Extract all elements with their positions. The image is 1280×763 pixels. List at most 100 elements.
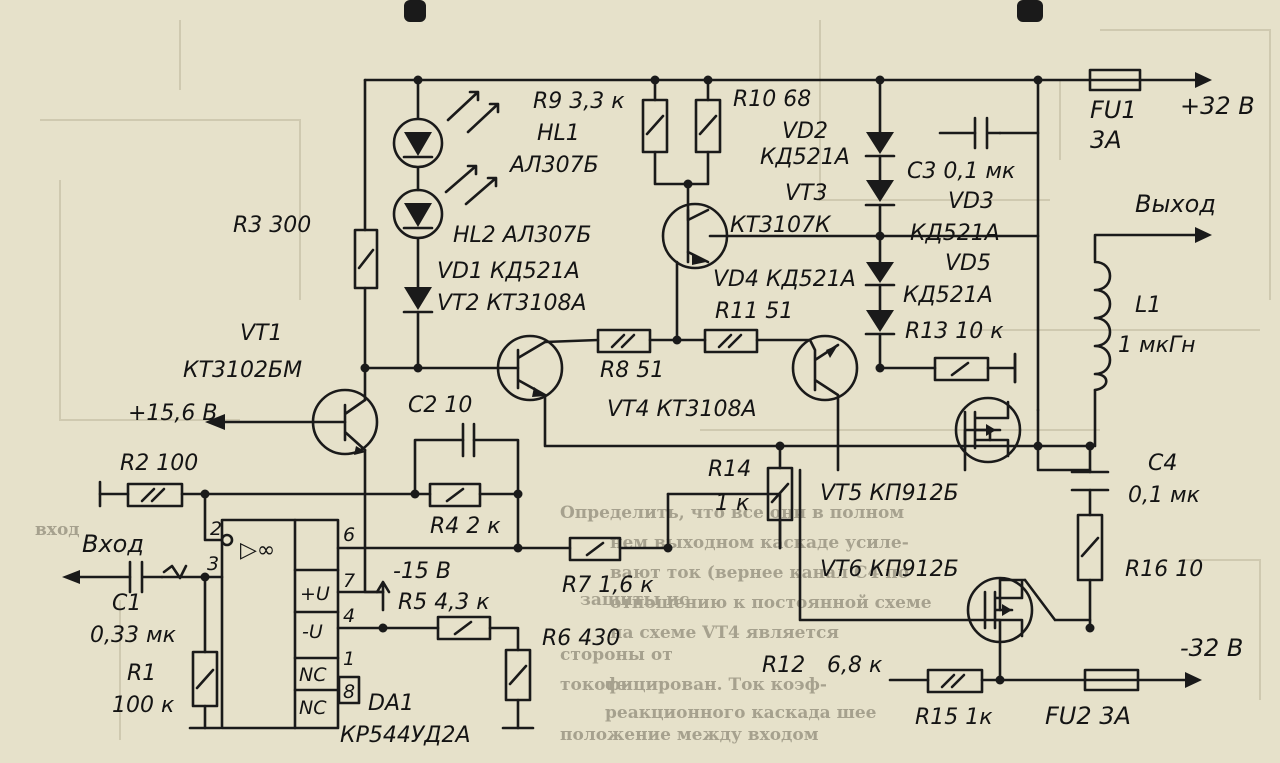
- label-r5: R5 4,3 к: [398, 590, 490, 615]
- label-vt4: VT4 КТ3108А: [607, 397, 757, 422]
- label-r14-value: 1 к: [715, 491, 750, 516]
- transistor-vt2: [496, 334, 564, 402]
- label-r3: R3 300: [233, 213, 311, 238]
- inductor-l1: [1093, 260, 1112, 392]
- label-vt2: VT2 КТ3108А: [437, 291, 587, 316]
- pin-6: 6: [343, 524, 355, 546]
- svg-text:отношению к постоянной схеме: отношению к постоянной схеме: [610, 593, 932, 613]
- resistor-r9: [641, 98, 669, 154]
- resistor-r6: [504, 648, 532, 702]
- diode-vd1: [402, 287, 434, 314]
- label-da1-type: КР544УД2А: [340, 723, 471, 748]
- label-c1-ref: C1: [112, 591, 141, 616]
- label-fu2: FU2 3А: [1045, 702, 1131, 730]
- svg-text:Определить, что все они в полн: Определить, что все они в полном: [560, 503, 904, 523]
- label-c1-value: 0,33 мк: [90, 623, 177, 648]
- top-mark-right: [1017, 0, 1043, 22]
- label-r12-value: 6,8 к: [827, 653, 883, 678]
- svg-text:защиты ис: защиты ис: [580, 590, 689, 610]
- transistor-vt1: [311, 388, 379, 456]
- label-vyhod: Выход: [1135, 190, 1216, 218]
- label-fu1-ref: FU1: [1090, 96, 1137, 124]
- transistors: [311, 202, 1034, 644]
- label-c4-ref: C4: [1148, 451, 1177, 476]
- label-r1-value: 100 к: [112, 693, 175, 718]
- label-minus15v: -15 В: [393, 559, 451, 584]
- resistor-r13: [933, 356, 990, 382]
- label-vt1-ref: VT1: [240, 321, 283, 346]
- resistor-r15: [926, 668, 984, 694]
- capacitors: [128, 116, 1110, 594]
- resistor-r14: [766, 466, 794, 522]
- label-r16: R16 10: [1125, 557, 1203, 582]
- label-vd3-type: КД521А: [910, 221, 1000, 246]
- label-r4: R4 2 к: [430, 514, 501, 539]
- arrows: [62, 72, 1212, 688]
- transistor-vt6: [966, 576, 1034, 644]
- label-c3: C3 0,1 мк: [907, 159, 1016, 184]
- capacitor-c4: [1070, 470, 1110, 492]
- label-r10: R10 68: [733, 87, 811, 112]
- resistor-r4: [428, 482, 482, 508]
- resistor-r2: [126, 482, 184, 508]
- capacitor-c2: [461, 422, 476, 458]
- resistor-r11: [703, 328, 759, 354]
- label-vd5-type: КД521А: [903, 283, 993, 308]
- label-r14-ref: R14: [708, 457, 751, 482]
- label-vt1-type: КТ3102БМ: [183, 358, 302, 383]
- svg-text:вают ток (вернее канал C4 по: вают ток (вернее канал C4 по: [610, 563, 909, 583]
- label-l1-value: 1 мкГн: [1118, 333, 1196, 358]
- pin-4: 4: [343, 605, 355, 627]
- capacitor-c3: [973, 116, 1002, 150]
- label-r13: R13 10 к: [905, 319, 1004, 344]
- diode-vd4: [864, 262, 896, 287]
- transistor-vt5: [954, 396, 1022, 464]
- resistor-r8: [596, 328, 652, 354]
- label-c4-value: 0,1 мк: [1128, 483, 1201, 508]
- resistors: [126, 98, 1104, 708]
- transistor-vt4: [791, 334, 859, 402]
- label-r2: R2 100: [120, 451, 198, 476]
- opamp-minus-u: -U: [302, 621, 323, 643]
- wires: [78, 78, 1197, 730]
- label-minus32v: -32 В: [1180, 634, 1243, 662]
- fuse-fu1: [1088, 68, 1142, 92]
- svg-text:вход: вход: [35, 520, 80, 540]
- label-vd5-ref: VD5: [945, 251, 991, 276]
- label-r1-ref: R1: [127, 661, 156, 686]
- opamp-da1: ▷∞ +U -U NC NC 2 3 6 7 4 1 8: [207, 518, 361, 730]
- diode-vd5: [864, 310, 896, 336]
- svg-text:стороны от: стороны от: [560, 645, 673, 665]
- label-r9: R9 3,3 к: [533, 89, 625, 114]
- resistor-r5: [436, 615, 492, 641]
- label-r7: R7 1,6 к: [562, 573, 654, 598]
- label-r8: R8 51: [600, 358, 664, 383]
- pin-1: 1: [343, 648, 355, 670]
- svg-text:положение между входом: положение между входом: [560, 725, 819, 745]
- pin-7: 7: [343, 570, 355, 592]
- opamp-nc-1: NC: [299, 664, 327, 686]
- label-plus15v6: +15,6 В: [128, 401, 218, 426]
- resistor-r1: [191, 650, 219, 708]
- top-mark-left: [404, 0, 426, 22]
- opamp-nc-2: NC: [299, 697, 327, 719]
- label-hl2: HL2 АЛ307Б: [453, 223, 591, 248]
- svg-text:на схеме VT4 является: на схеме VT4 является: [610, 623, 839, 643]
- component-labels: R9 3,3 к R10 68 VD2 КД521А HL1 АЛ307Б VT…: [82, 87, 1255, 748]
- opamp-plus-u: +U: [300, 583, 330, 605]
- diode-vd3: [864, 180, 896, 207]
- label-fu1-rating: 3А: [1090, 126, 1122, 154]
- label-vt5: VT5 КП912Б: [820, 481, 959, 506]
- label-r15: R15 1к: [915, 705, 993, 730]
- label-vd2-type: КД521А: [760, 145, 850, 170]
- label-vd3-ref: VD3: [948, 189, 994, 214]
- label-plus32v: +32 В: [1180, 92, 1255, 120]
- pin-3: 3: [207, 553, 219, 575]
- label-r6: R6 430: [542, 626, 620, 651]
- svg-text:реакционного каскада шее: реакционного каскада шее: [605, 703, 877, 723]
- label-vt3-type: КТ3107К: [730, 213, 832, 238]
- led-hl2: [392, 164, 498, 240]
- label-vt6: VT6 КП912Б: [820, 557, 959, 582]
- fuses: [1083, 68, 1142, 692]
